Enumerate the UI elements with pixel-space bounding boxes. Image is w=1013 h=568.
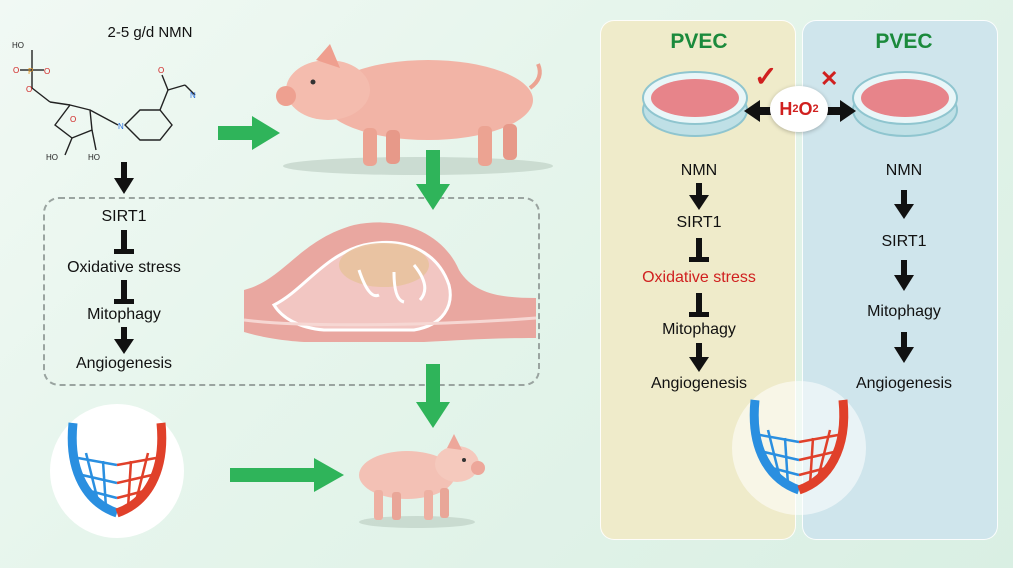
pvec-right-angiogenesis: Angiogenesis <box>855 375 953 392</box>
down-arrow-icon <box>894 190 914 219</box>
down-arrow-icon <box>114 162 134 194</box>
petri-dish-icon <box>642 71 748 137</box>
check-mark-icon: ✓ <box>754 61 778 92</box>
down-arrow-icon <box>689 183 709 210</box>
green-arrow-down-icon <box>416 364 450 428</box>
pathway-oxidative-stress: Oxidative stress <box>67 259 181 276</box>
pvec-title-left: PVEC <box>670 30 728 53</box>
nmn-structure-icon: HO P O O O O N O N HO HO <box>12 41 196 162</box>
svg-text:HO: HO <box>88 153 100 162</box>
svg-text:O: O <box>26 85 32 94</box>
pvec-right-nmn: NMN <box>885 162 923 179</box>
svg-text:HO: HO <box>12 41 24 50</box>
sow-icon <box>276 44 553 175</box>
uterus-fetus-icon <box>244 222 536 342</box>
down-arrow-icon <box>689 343 709 372</box>
svg-text:O: O <box>13 66 19 75</box>
svg-text:HO: HO <box>46 153 58 162</box>
pvec-right-sirt1: SIRT1 <box>881 233 927 250</box>
blood-vessel-icon <box>732 381 866 515</box>
inhibit-icon <box>689 238 709 262</box>
down-arrow-icon <box>894 260 914 291</box>
pathway-box <box>43 197 540 386</box>
green-arrow-down-icon <box>416 150 450 210</box>
svg-text:O: O <box>44 67 50 76</box>
green-arrow-right-icon <box>230 458 344 492</box>
pvec-title-right: PVEC <box>875 30 933 53</box>
inhibit-icon <box>114 280 134 304</box>
down-arrow-icon <box>894 332 914 363</box>
svg-text:N: N <box>190 91 196 100</box>
pvec-left-sirt1: SIRT1 <box>676 214 722 231</box>
svg-text:N: N <box>118 122 124 131</box>
pvec-left-oxidative-stress: Oxidative stress <box>642 269 756 286</box>
blood-vessel-icon <box>50 404 184 538</box>
down-arrow-icon <box>114 327 134 354</box>
petri-dish-icon <box>852 71 958 137</box>
pvec-right-mitophagy: Mitophagy <box>867 303 941 320</box>
inhibit-icon <box>114 230 134 254</box>
pvec-left-mitophagy: Mitophagy <box>662 321 736 338</box>
pvec-left-nmn: NMN <box>680 162 718 179</box>
dose-label: 2-5 g/d NMN <box>107 24 193 41</box>
piglet-icon <box>359 434 485 528</box>
cross-mark-icon: ✕ <box>820 66 839 91</box>
pathway-sirt1: SIRT1 <box>101 208 147 225</box>
svg-text:P: P <box>28 67 33 76</box>
pvec-left-angiogenesis: Angiogenesis <box>650 375 748 392</box>
pathway-mitophagy: Mitophagy <box>87 306 161 323</box>
pathway-angiogenesis: Angiogenesis <box>75 355 173 372</box>
green-arrow-right-icon <box>218 116 280 150</box>
svg-text:O: O <box>70 115 76 124</box>
inhibit-icon <box>689 293 709 317</box>
svg-text:O: O <box>158 66 164 75</box>
